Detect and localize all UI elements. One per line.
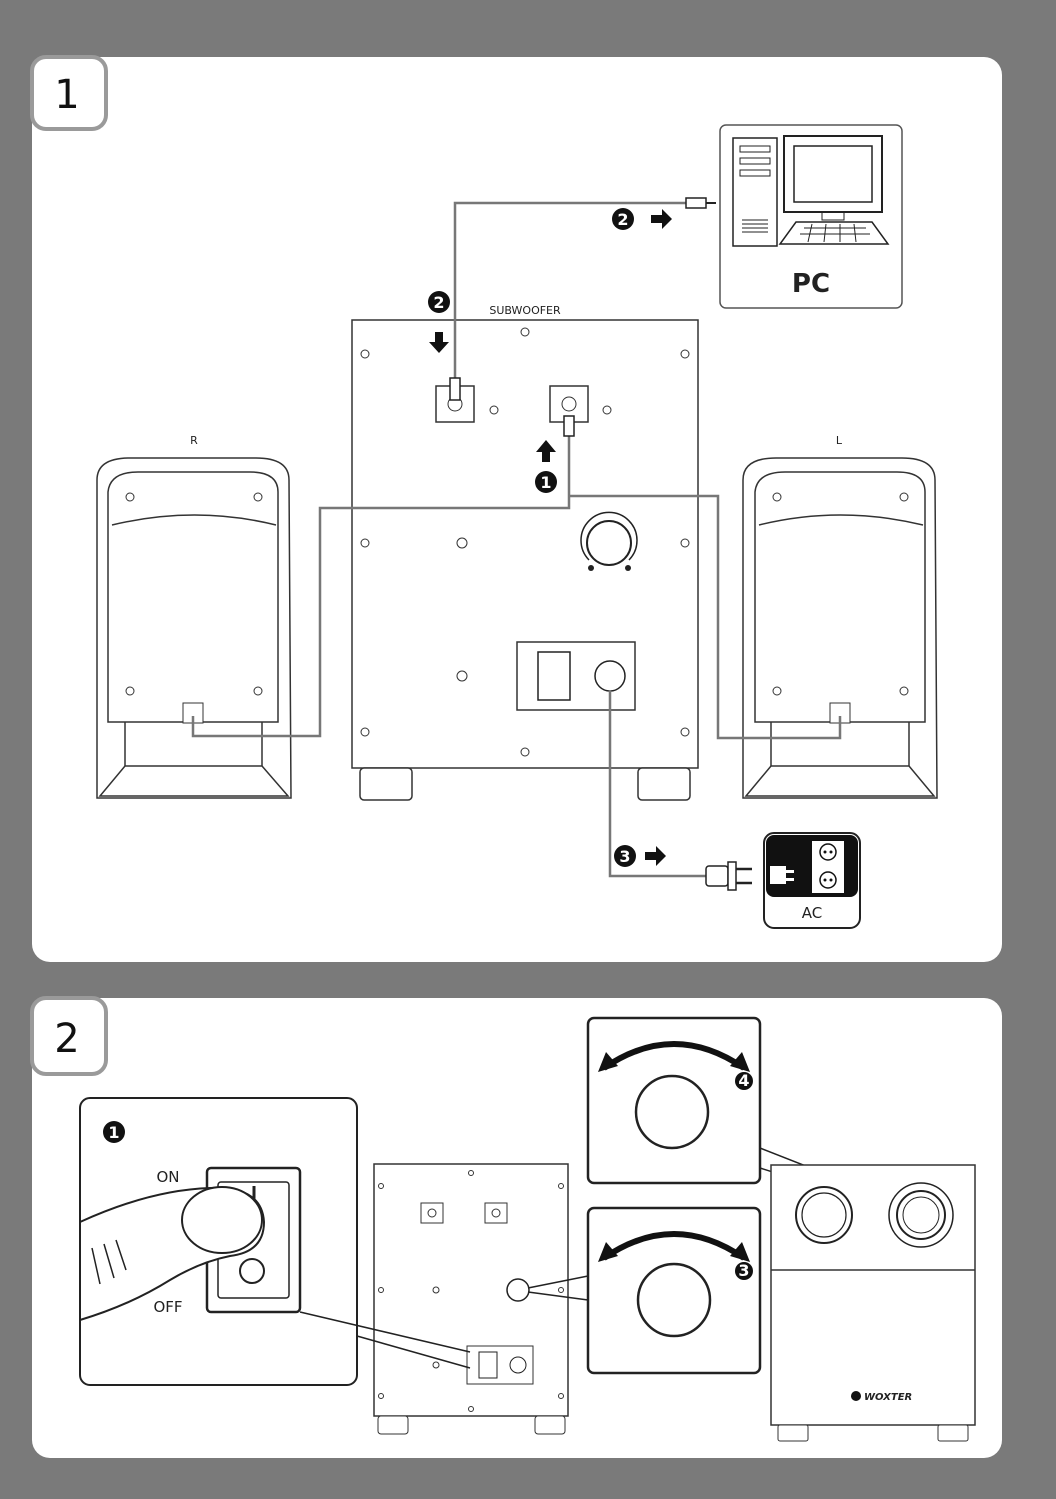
left-speaker-label: L <box>836 434 843 447</box>
audio-plug-icon <box>686 198 706 208</box>
svg-text:4: 4 <box>738 1071 749 1090</box>
volume-knob-icon <box>587 521 631 565</box>
pc-box: PC <box>720 125 902 308</box>
power-switch-icon <box>538 652 570 700</box>
panel-number: 1 <box>54 72 79 118</box>
speaker-knob-zoom-box: 4 <box>588 1018 760 1183</box>
panel-number: 2 <box>54 1016 79 1062</box>
subwoofer-back-small <box>374 1164 568 1434</box>
switch-on-label: ON <box>156 1168 179 1186</box>
panel-number-tab: 1 <box>32 57 106 129</box>
svg-text:3: 3 <box>619 847 630 866</box>
svg-text:1: 1 <box>108 1123 119 1142</box>
svg-text:1: 1 <box>540 473 551 492</box>
input-plug-icon <box>450 378 460 400</box>
ac-label: AC <box>802 904 822 922</box>
svg-text:2: 2 <box>617 210 628 229</box>
speaker-knob-icon <box>636 1076 708 1148</box>
volume-knob-icon <box>638 1264 710 1336</box>
brand-label: WOXTER <box>864 1392 912 1403</box>
right-speaker-label: R <box>190 434 198 447</box>
svg-text:3: 3 <box>738 1261 749 1280</box>
panel-power-volume: 2 1 ON OFF <box>32 998 1002 1458</box>
panel-number-tab: 2 <box>32 998 106 1074</box>
subwoofer-front: WOXTER <box>771 1165 975 1441</box>
keyboard-icon <box>780 222 888 244</box>
pc-label: PC <box>792 269 830 299</box>
volume-zoom-box: 3 <box>588 1208 760 1373</box>
subwoofer-label: SUBWOOFER <box>489 304 561 317</box>
panel-connection: 1 PC <box>32 57 1002 962</box>
monitor-icon <box>784 136 882 212</box>
svg-text:2: 2 <box>433 293 444 312</box>
subwoofer-back: SUBWOOFER <box>352 304 698 800</box>
switch-zoom-box: 1 ON OFF <box>80 1098 357 1385</box>
switch-off-label: OFF <box>153 1298 182 1316</box>
pc-tower-icon <box>733 138 777 246</box>
output-plug-icon <box>564 416 574 436</box>
brand-logo-icon <box>851 1391 861 1401</box>
right-speaker: R <box>97 434 291 798</box>
ac-outlet: AC <box>764 833 860 928</box>
left-speaker: L <box>743 434 937 798</box>
power-socket-icon <box>595 661 625 691</box>
